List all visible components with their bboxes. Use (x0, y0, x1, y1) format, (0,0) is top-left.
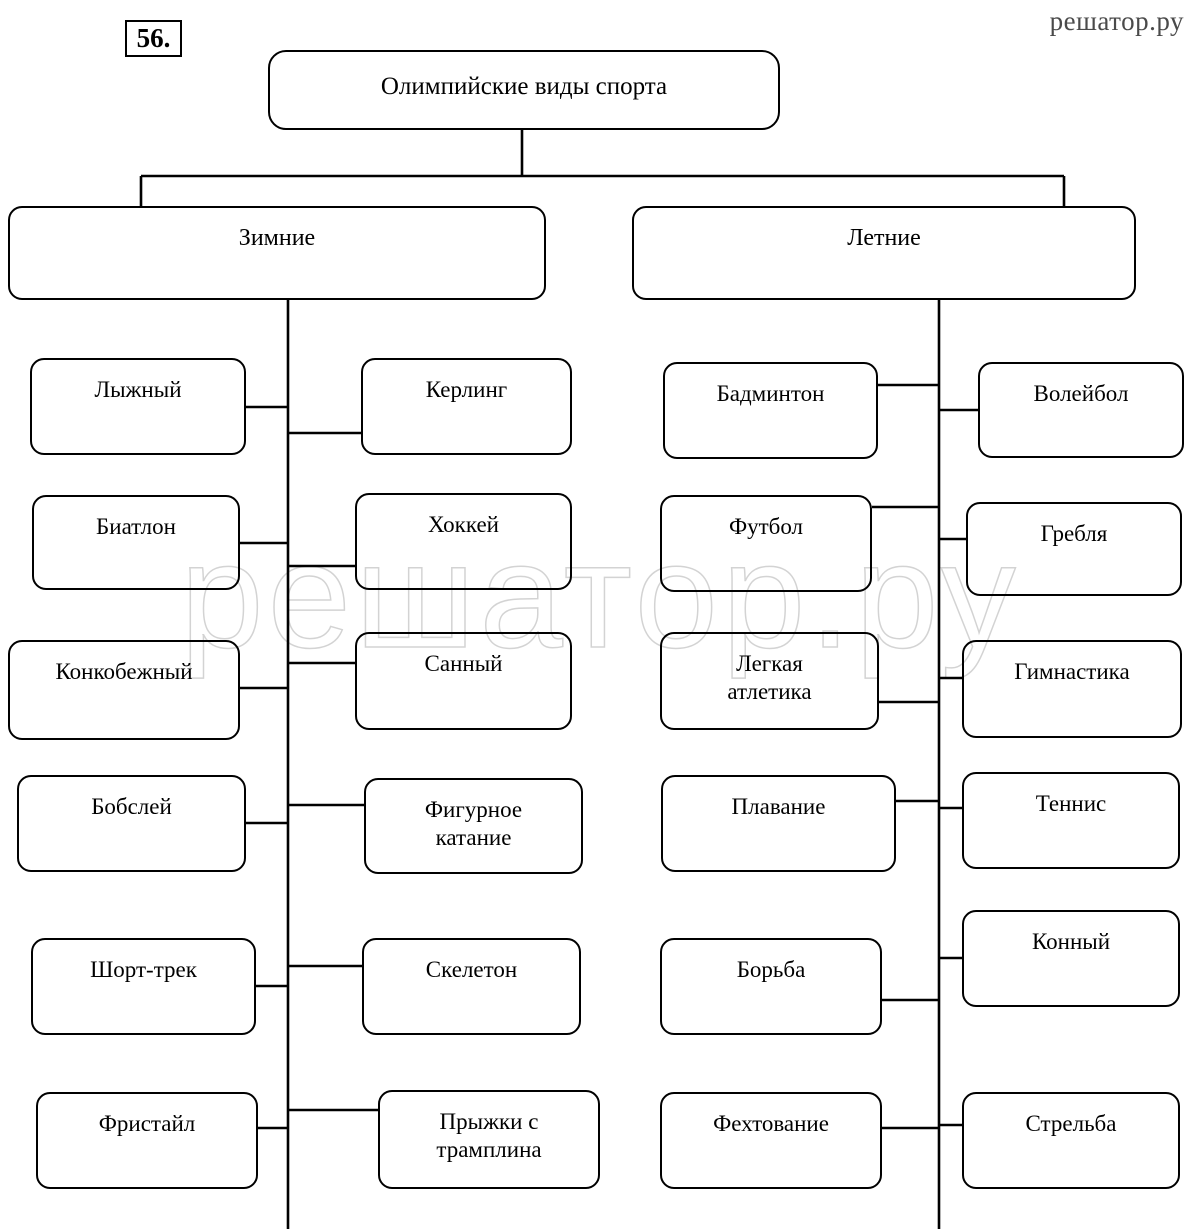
node-label: Стрельба (1025, 1111, 1117, 1136)
node-label: Хоккей (428, 512, 499, 537)
node-winter-right-3[interactable]: Фигурное катание (364, 778, 583, 874)
node-label: Конкобежный (55, 659, 193, 684)
node-label: Гребля (1040, 521, 1108, 546)
node-summer-left-3[interactable]: Плавание (661, 775, 896, 872)
node-label: Шорт-трек (90, 957, 197, 982)
node-label: Теннис (1035, 791, 1107, 816)
node-label: Бадминтон (716, 381, 825, 406)
node-label: Легкая атлетика (727, 651, 812, 705)
node-winter-left-2[interactable]: Конкобежный (8, 640, 240, 740)
node-label: Скелетон (425, 957, 518, 982)
site-watermark: решатор.ру (1049, 6, 1184, 36)
node-label: Летние (847, 225, 921, 251)
node-summer-right-4[interactable]: Конный (962, 910, 1180, 1007)
node-label: Фристайл (98, 1111, 196, 1136)
node-summer-right-0[interactable]: Волейбол (978, 362, 1184, 458)
node-label: Борьба (736, 957, 806, 982)
node-summer-right-1[interactable]: Гребля (966, 502, 1182, 596)
node-label: Лыжный (94, 377, 182, 402)
node-summer-right-5[interactable]: Стрельба (962, 1092, 1180, 1189)
node-label: Керлинг (425, 377, 508, 402)
node-label: Фехтование (713, 1111, 829, 1136)
node-summer-right-3[interactable]: Теннис (962, 772, 1180, 869)
node-category-winter[interactable]: Зимние (8, 206, 546, 300)
node-label: Конный (1031, 929, 1111, 954)
node-label: Биатлон (96, 514, 176, 539)
node-label: Прыжки с трамплина (436, 1109, 542, 1163)
node-label: Бобслей (91, 794, 172, 819)
node-winter-right-5[interactable]: Прыжки с трамплина (378, 1090, 600, 1189)
node-summer-left-4[interactable]: Борьба (660, 938, 882, 1035)
node-label: Олимпийские виды спорта (380, 73, 668, 100)
node-winter-right-4[interactable]: Скелетон (362, 938, 581, 1035)
node-label: Плавание (731, 794, 826, 819)
node-winter-left-1[interactable]: Биатлон (32, 495, 240, 590)
exercise-number-badge: 56. (125, 20, 182, 57)
node-label: Зимние (238, 225, 316, 251)
node-category-summer[interactable]: Летние (632, 206, 1136, 300)
node-root[interactable]: Олимпийские виды спорта (268, 50, 780, 130)
node-summer-left-5[interactable]: Фехтование (660, 1092, 882, 1189)
node-summer-left-0[interactable]: Бадминтон (663, 362, 878, 459)
node-summer-left-2[interactable]: Легкая атлетика (660, 632, 879, 730)
node-summer-right-2[interactable]: Гимнастика (962, 640, 1182, 738)
node-winter-right-2[interactable]: Санный (355, 632, 572, 730)
node-winter-left-4[interactable]: Шорт-трек (31, 938, 256, 1035)
node-winter-left-3[interactable]: Бобслей (17, 775, 246, 872)
node-label: Санный (424, 651, 503, 676)
node-winter-left-0[interactable]: Лыжный (30, 358, 246, 455)
node-label: Гимнастика (1014, 659, 1130, 684)
node-label: Футбол (728, 514, 804, 539)
node-winter-left-5[interactable]: Фристайл (36, 1092, 258, 1189)
node-label: Волейбол (1033, 381, 1129, 406)
node-summer-left-1[interactable]: Футбол (660, 495, 872, 592)
node-winter-right-0[interactable]: Керлинг (361, 358, 572, 455)
node-winter-right-1[interactable]: Хоккей (355, 493, 572, 590)
node-label: Фигурное катание (424, 797, 523, 851)
